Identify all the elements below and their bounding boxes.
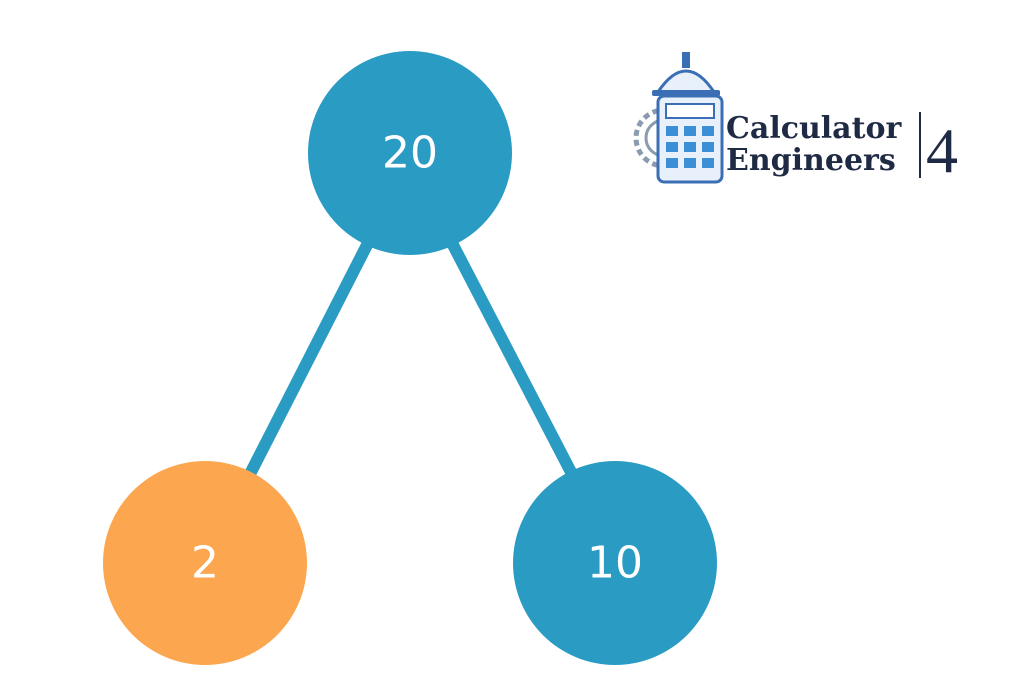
node-right-label: 10	[587, 538, 643, 589]
logo-text-line1: Calculator	[726, 111, 902, 146]
calculator-icon	[656, 94, 724, 184]
node-left-circle	[103, 461, 307, 665]
calculator4engineers-logo: Calculator Engineers 4	[633, 52, 958, 186]
node-left: 2	[103, 461, 307, 665]
node-right: 10	[513, 461, 717, 665]
node-root: 20	[308, 51, 512, 255]
logo-number: 4	[926, 115, 958, 186]
node-root-circle	[308, 51, 512, 255]
edge-root-left	[244, 237, 374, 480]
node-root-label: 20	[382, 128, 438, 179]
logo-text-line2: Engineers	[726, 143, 896, 178]
node-right-circle	[513, 461, 717, 665]
hard-hat-icon	[652, 52, 720, 96]
edge-root-right	[446, 237, 578, 480]
node-left-label: 2	[191, 538, 219, 589]
